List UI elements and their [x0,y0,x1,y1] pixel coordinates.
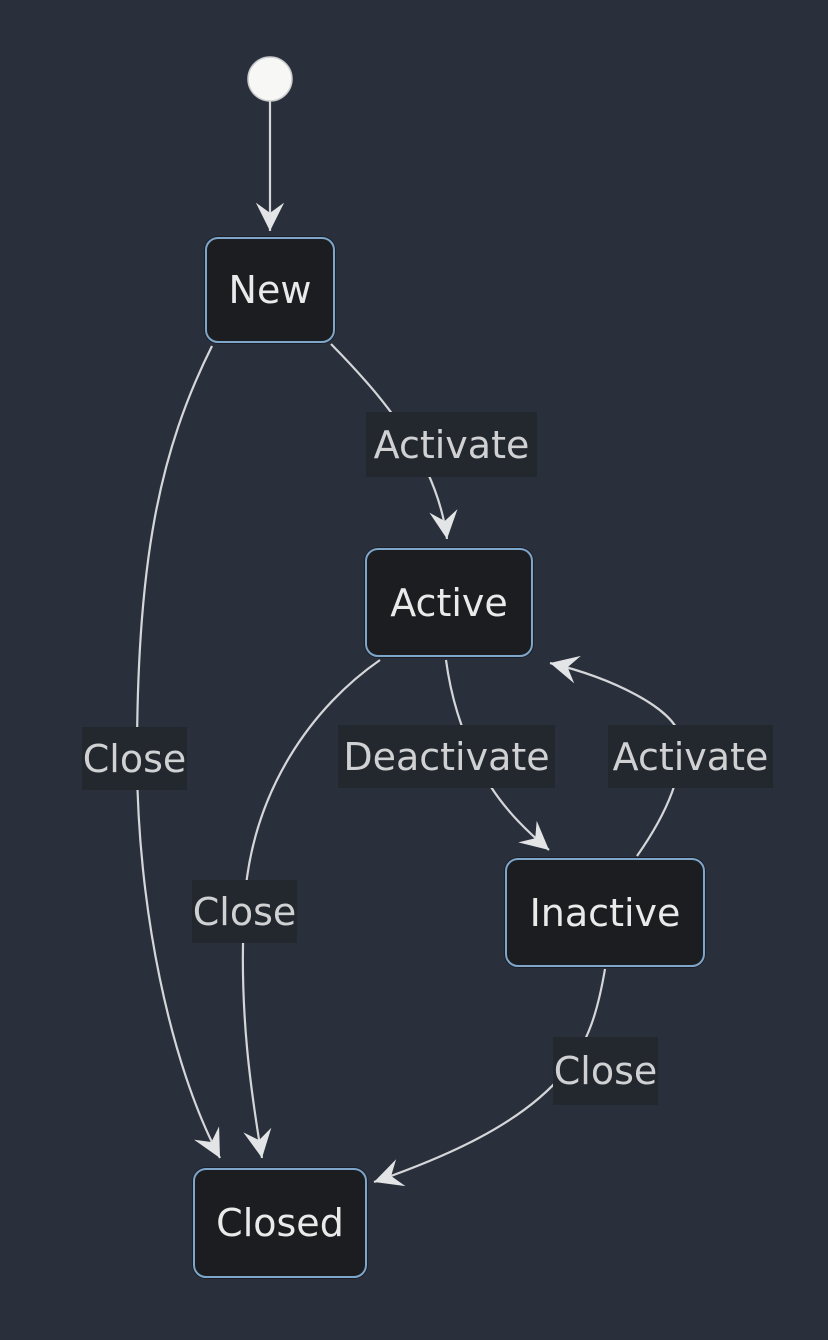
transition-label-text: Activate [373,422,530,467]
state-new-label: New [228,268,312,312]
state-new: New [205,237,335,343]
state-closed-label: Closed [216,1201,344,1245]
state-inactive-label: Inactive [529,890,681,935]
state-closed: Closed [193,1168,367,1278]
transition-label-inactive-close: Close [553,1037,658,1105]
edge-inactive-to-closed [373,968,607,1187]
transition-label-inactive-activate: Activate [608,725,773,788]
transition-label-text: Deactivate [343,734,550,779]
initial-state-node [247,56,293,102]
state-active: Active [365,548,533,657]
transition-label-deactivate: Deactivate [338,725,555,788]
transition-label-new-activate: Activate [366,412,537,477]
transition-label-new-close: Close [82,727,187,790]
transition-label-text: Close [82,736,187,781]
state-inactive: Inactive [505,858,705,967]
transition-label-text: Close [553,1049,658,1093]
transition-label-active-close: Close [192,880,297,943]
transition-label-text: Activate [612,734,769,779]
transition-label-text: Close [192,889,297,934]
state-active-label: Active [390,580,508,625]
